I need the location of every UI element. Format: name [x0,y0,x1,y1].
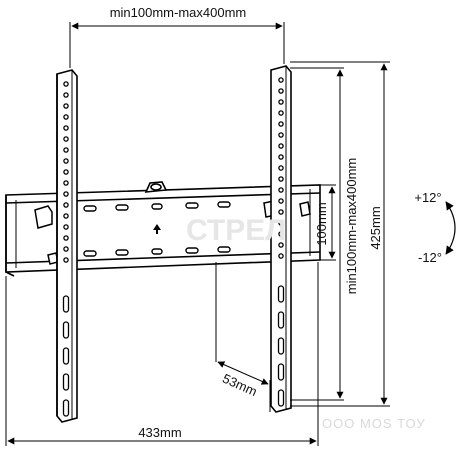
mount-hole [278,187,284,193]
mount-hole [63,114,69,120]
top-width-label: min100mm-max400mm [110,5,247,20]
dim-top-width [69,22,285,68]
right-arm [270,65,292,413]
depth-label: 53mm [220,371,259,399]
mount-slot [62,399,70,417]
mount-hole [278,99,284,105]
left-arm [56,69,78,423]
mount-hole [63,81,69,87]
dim-vertical-range [290,67,344,401]
mount-hole [278,242,284,248]
mount-hole [63,169,69,175]
mount-hole [63,136,69,142]
mount-hole [278,209,284,215]
mount-hole [63,180,69,186]
mount-hole [63,202,69,208]
mount-hole [63,125,69,131]
bar-height-label: 100mm [314,202,329,245]
mount-hole [63,246,69,252]
height-label: 425mm [368,206,383,249]
plate-slots [83,201,231,257]
level-hook [144,181,168,193]
mount-hole [63,103,69,109]
mount-hole [278,143,284,149]
mount-hole [278,176,284,182]
mount-hole [63,158,69,164]
mount-slot [277,337,285,355]
tilt-arc-icon [445,201,456,255]
mount-hole [278,220,284,226]
mount-slot [62,295,70,313]
mount-hole [278,132,284,138]
bottom-width-label: 433mm [138,425,181,440]
mount-hole [63,235,69,241]
mount-slot [62,347,70,365]
left-arm-holes [62,81,70,417]
mount-slot [277,389,285,407]
dim-bottom-width [5,262,319,446]
mount-hole [63,92,69,98]
mount-hole [63,224,69,230]
dim-depth [215,262,271,412]
mount-hole [63,191,69,197]
mount-hole [278,253,284,259]
mount-hole [278,110,284,116]
mount-slot [277,285,285,303]
mount-hole [278,231,284,237]
up-arrow-icon [153,224,161,234]
mount-slot [62,321,70,339]
mount-hole [278,121,284,127]
dim-bar-height [320,184,336,261]
tilt-up-label: +12° [414,190,441,205]
mount-slot [62,373,70,391]
mount-hole [278,77,284,83]
mount-hole [63,257,69,263]
mount-hole [278,198,284,204]
mount-hole [278,88,284,94]
dim-height [290,61,390,407]
mount-hole [278,165,284,171]
mount-hole [63,213,69,219]
mount-hole [63,147,69,153]
tilt-down-label: -12° [418,250,442,265]
mount-slot [277,363,285,381]
watermark-center: СТРЕЛ [186,214,286,247]
mount-slot [277,311,285,329]
watermark-corner: ООО МОS ТОУ [322,416,426,431]
right-arm-holes [277,77,285,407]
vertical-range-label: min100mm-max400mm [344,158,359,295]
mount-hole [278,154,284,160]
